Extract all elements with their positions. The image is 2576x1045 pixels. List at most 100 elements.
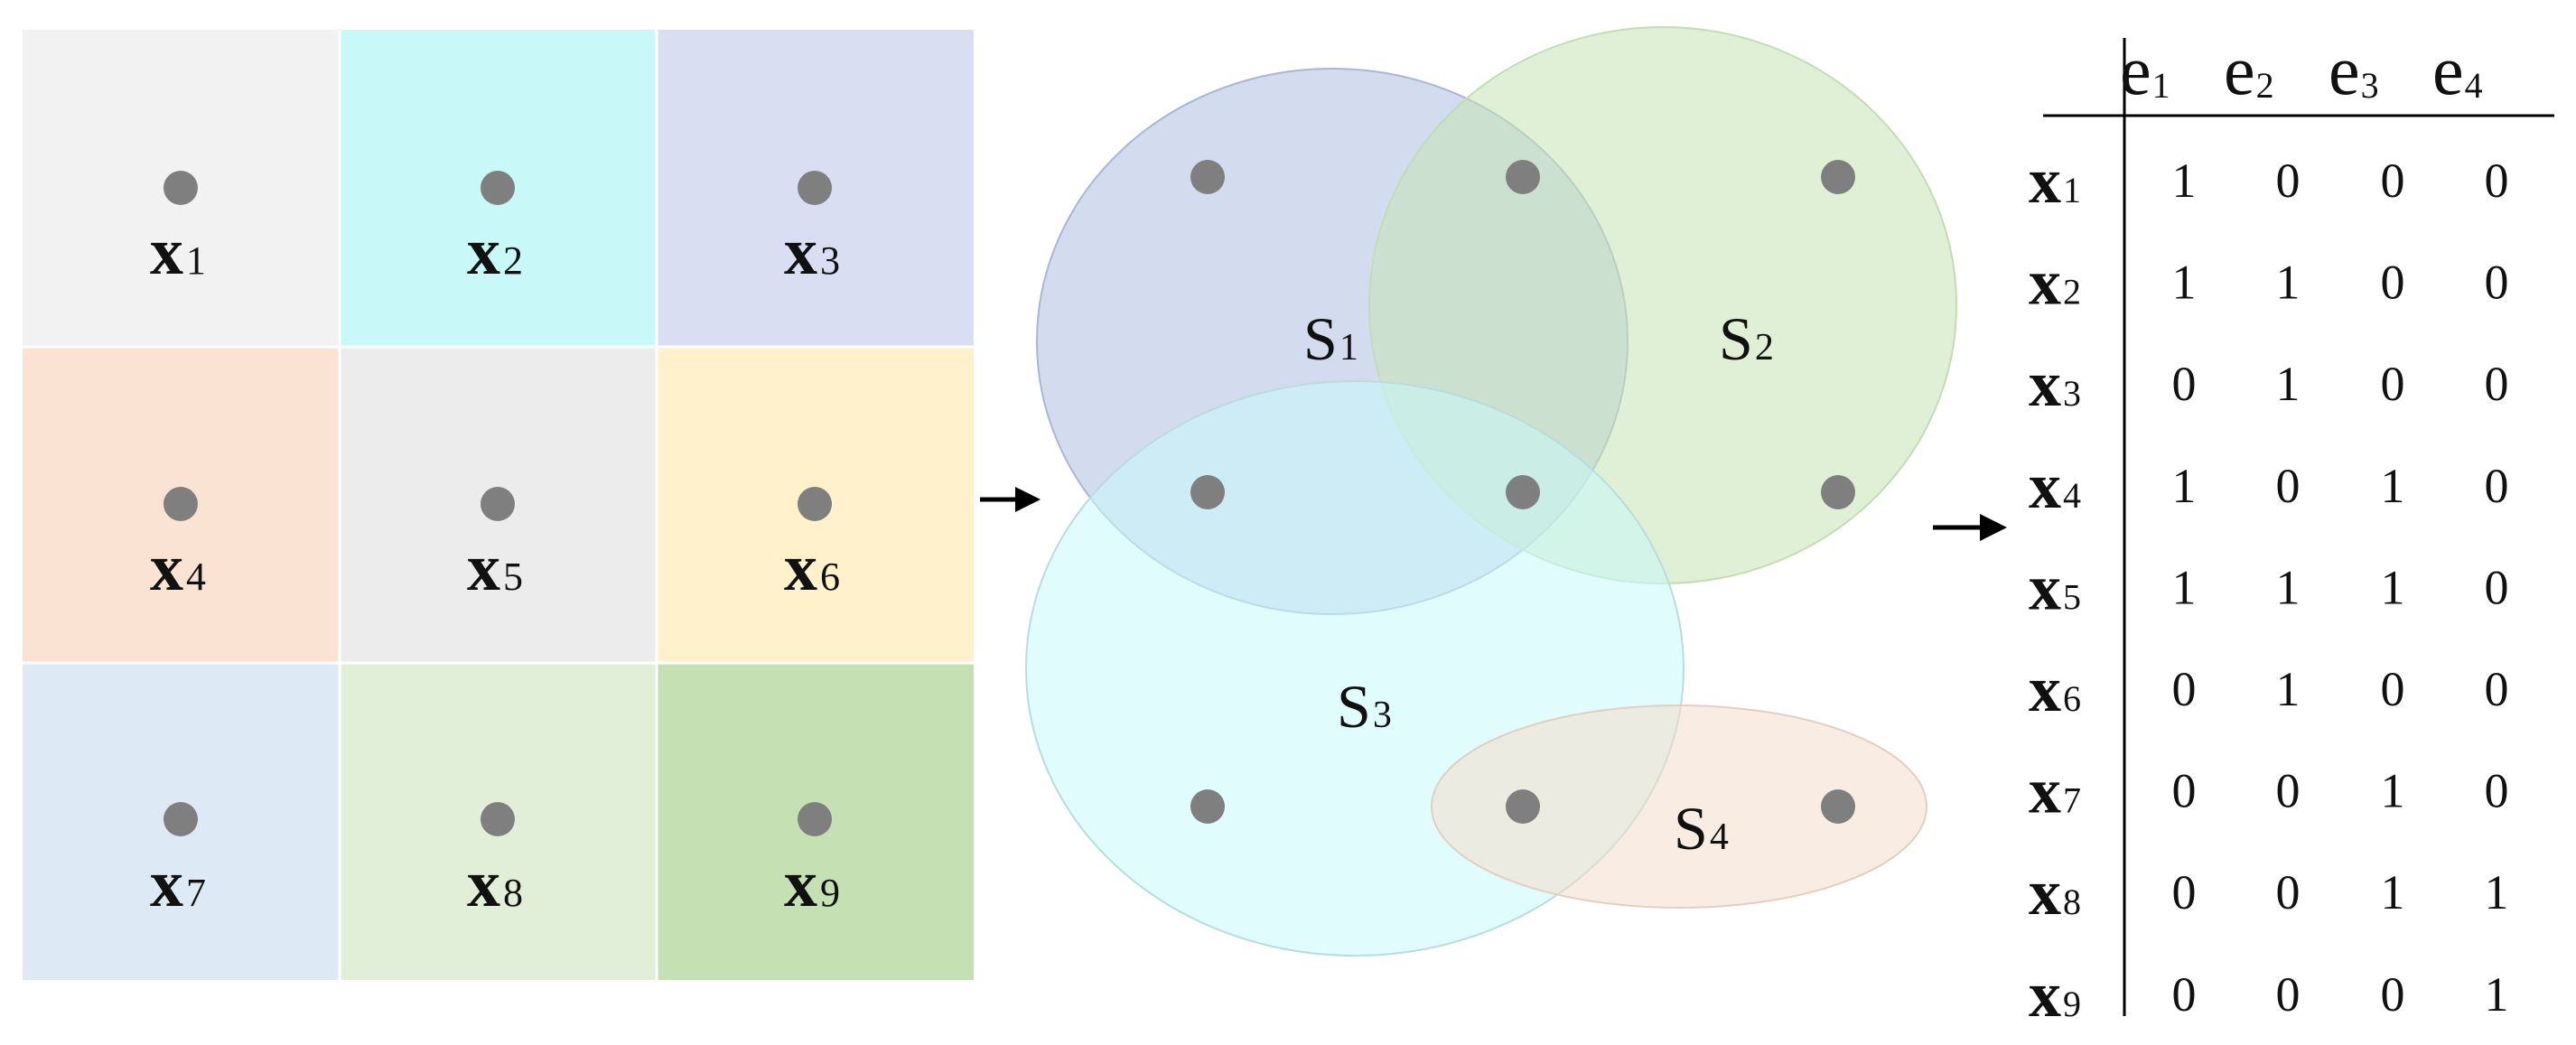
table-cell: 1 — [2172, 256, 2197, 310]
table-body: x1 1 0 0 0 x2 1 1 0 0 x3 0 1 0 0 x4 1 0 1 0 x5 1 1 1 0 x6 0 1 0 0 x7 0 0… — [2029, 145, 2509, 1031]
table-cell: 1 — [2172, 459, 2197, 513]
table-header: e1 e2 e3 e4 — [2120, 31, 2483, 109]
table-cell: 0 — [2172, 764, 2197, 818]
grid-lines — [23, 30, 974, 980]
table-cell: 1 — [2276, 662, 2301, 716]
cell-label: x6 — [784, 531, 840, 605]
point-marker — [481, 802, 515, 836]
row-header: x8 — [2029, 856, 2081, 928]
pixel-grid: x1 x2 x3 x4 x5 x6 — [23, 30, 974, 980]
column-header: e3 — [2329, 31, 2379, 109]
table-cell: 0 — [2172, 357, 2197, 411]
table-cell: 1 — [2276, 357, 2301, 411]
table-cell: 0 — [2485, 764, 2509, 818]
grid-cell: x1 — [23, 30, 340, 347]
table-row: x2 1 1 0 0 — [2029, 247, 2509, 319]
grid-cell: x8 — [340, 663, 657, 980]
cell-label: x2 — [467, 215, 523, 289]
table-cell: 0 — [2276, 154, 2301, 208]
table-cell: 0 — [2381, 256, 2405, 310]
table-cell: 0 — [2381, 967, 2405, 1022]
point-marker — [798, 171, 832, 205]
set-label: S3 — [1337, 672, 1392, 741]
table-row: x6 0 1 0 0 — [2029, 653, 2509, 725]
table-cell: 1 — [2381, 764, 2405, 818]
table-cell: 1 — [2381, 459, 2405, 513]
table-row: x7 0 0 1 0 — [2029, 755, 2509, 827]
table-cell: 1 — [2276, 256, 2301, 310]
table-row: x3 0 1 0 0 — [2029, 348, 2509, 420]
table-cell: 0 — [2381, 154, 2405, 208]
grid-cell: x5 — [340, 347, 657, 663]
table-cell: 0 — [2485, 560, 2509, 614]
table-row: x1 1 0 0 0 — [2029, 145, 2509, 217]
grid-cell: x3 — [657, 30, 974, 347]
cell-label: x4 — [150, 531, 206, 605]
hyperedge-sets: S1 S2 S3 S4 — [1025, 26, 1957, 956]
table-cell: 0 — [2381, 662, 2405, 716]
right-arrow-icon — [1933, 514, 2007, 541]
column-header: e4 — [2432, 31, 2483, 109]
grid-cell: x7 — [23, 663, 340, 980]
column-header: e2 — [2224, 31, 2274, 109]
point-marker — [163, 171, 198, 205]
table-row: x9 0 0 0 1 — [2029, 958, 2509, 1031]
point-marker — [481, 171, 515, 205]
table-cell: 0 — [2276, 967, 2301, 1022]
row-header: x7 — [2029, 755, 2081, 827]
right-arrow-icon — [980, 487, 1041, 512]
grid-cell: x9 — [657, 663, 974, 980]
table-cell: 0 — [2485, 154, 2509, 208]
grid-cell: x6 — [657, 347, 974, 663]
table-cell: 1 — [2172, 154, 2197, 208]
cell-label: x9 — [784, 847, 840, 921]
table-cell: 0 — [2172, 865, 2197, 919]
grid-cell: x2 — [340, 30, 657, 347]
point-marker — [481, 487, 515, 521]
table-cell: 0 — [2172, 662, 2197, 716]
table-cell: 1 — [2381, 865, 2405, 919]
cell-label: x8 — [467, 847, 523, 921]
point-marker — [798, 802, 832, 836]
row-header: x6 — [2029, 653, 2081, 725]
row-header: x5 — [2029, 551, 2081, 623]
incidence-table: e1 e2 e3 e4 x1 1 0 0 0 x2 1 1 0 0 x3 0 1 0 0 x4 1 0 1 0 x5 1 1… — [2029, 31, 2554, 1031]
table-cell: 0 — [2485, 357, 2509, 411]
table-cell: 0 — [2276, 865, 2301, 919]
table-cell: 0 — [2276, 764, 2301, 818]
row-header: x1 — [2029, 145, 2081, 217]
row-header: x4 — [2029, 450, 2081, 522]
point-marker — [163, 802, 198, 836]
set-label: S4 — [1674, 794, 1729, 863]
table-cell: 0 — [2172, 967, 2197, 1022]
cell-label: x3 — [784, 215, 840, 289]
point-marker — [1506, 475, 1540, 509]
table-cell: 0 — [2381, 357, 2405, 411]
point-marker — [1821, 160, 1855, 194]
point-marker — [1821, 789, 1855, 824]
point-marker — [1190, 475, 1225, 509]
column-header: e1 — [2120, 31, 2170, 109]
point-marker — [1506, 160, 1540, 194]
table-cell: 1 — [2485, 967, 2509, 1022]
row-header: x9 — [2029, 958, 2081, 1031]
cell-label: x5 — [467, 531, 523, 605]
table-cell: 0 — [2276, 459, 2301, 513]
point-marker — [1190, 160, 1225, 194]
row-header: x3 — [2029, 348, 2081, 420]
point-marker — [163, 487, 198, 521]
point-marker — [798, 487, 832, 521]
set-label: S1 — [1303, 304, 1358, 373]
cell-label: x7 — [150, 847, 206, 921]
table-cell: 0 — [2485, 256, 2509, 310]
table-cell: 0 — [2485, 662, 2509, 716]
point-marker — [1190, 789, 1225, 824]
hyperedge-s4 — [1431, 704, 1927, 909]
table-cell: 1 — [2172, 560, 2197, 614]
grid-cell: x4 — [23, 347, 340, 663]
row-header: x2 — [2029, 247, 2081, 319]
